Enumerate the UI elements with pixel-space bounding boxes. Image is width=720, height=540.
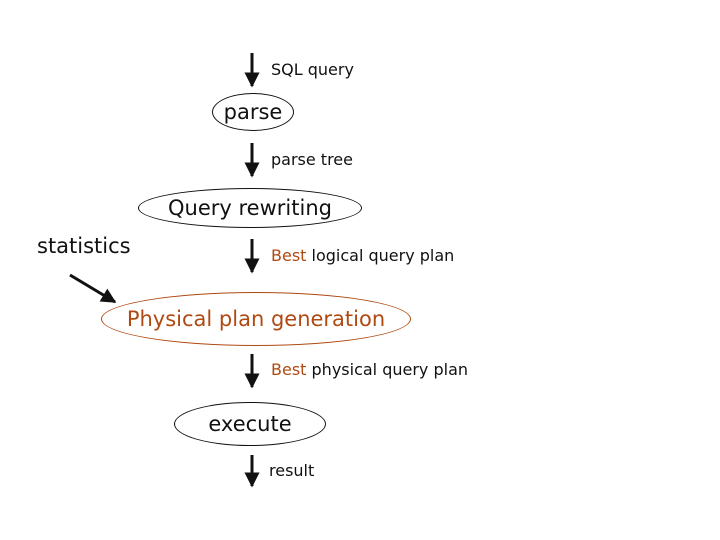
arrow-statistics (69, 273, 117, 304)
node-execute: execute (174, 402, 326, 446)
label-physical-plan: Best physical query plan (271, 360, 468, 379)
label-sql-query: SQL query (271, 60, 354, 79)
label-logical-plan: Best logical query plan (271, 246, 454, 265)
label-result: result (269, 461, 315, 480)
label-statistics: statistics (37, 234, 131, 258)
label-parse-tree: parse tree (271, 150, 353, 169)
node-physical-plan-generation: Physical plan generation (101, 292, 411, 346)
node-parse: parse (212, 93, 294, 131)
label-logical-rest: logical query plan (306, 246, 455, 265)
label-logical-best: Best (271, 246, 307, 265)
node-query-rewriting: Query rewriting (138, 188, 362, 228)
label-physical-rest: physical query plan (306, 360, 469, 379)
label-physical-best: Best (271, 360, 307, 379)
